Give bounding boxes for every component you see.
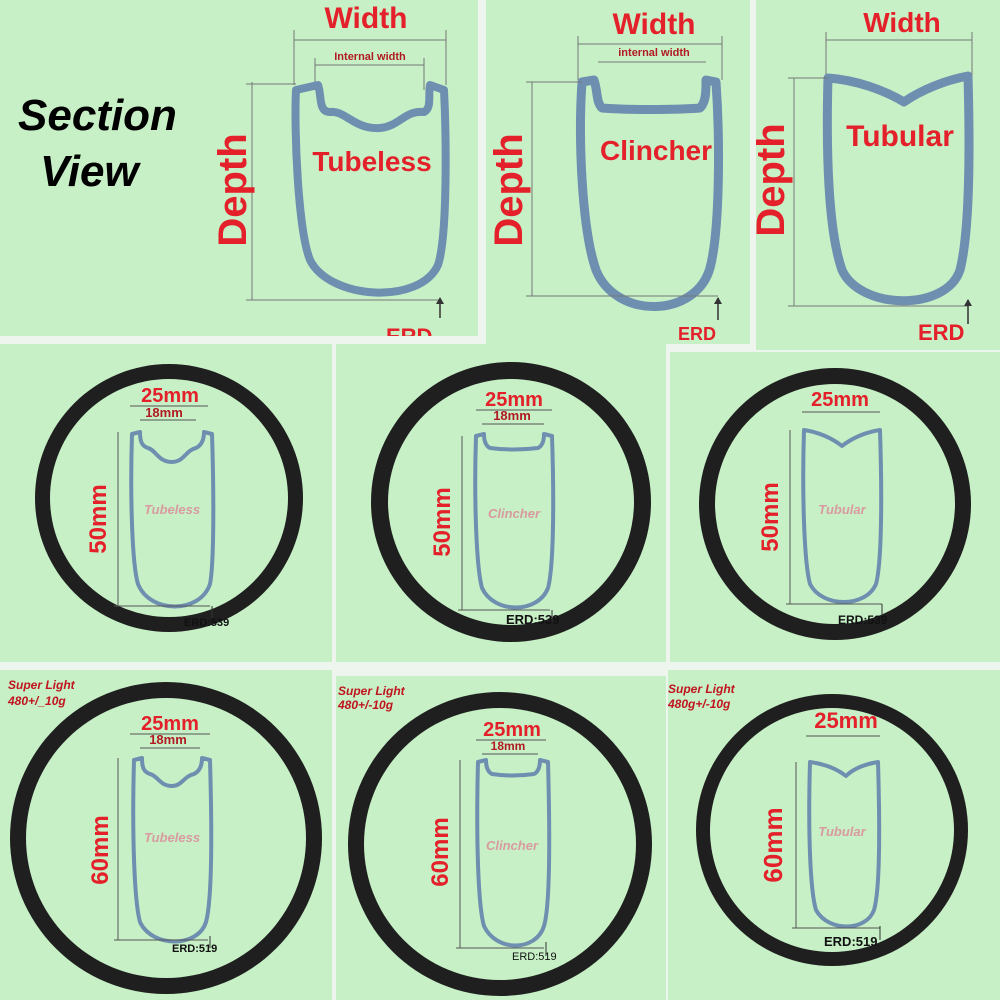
wheel-60-tubeless: 25mm 18mm Tubeless 60mm ERD:519	[10, 682, 322, 994]
tubeless-label: Tubeless	[144, 502, 200, 517]
weight-label-line1: Super Light	[8, 678, 75, 692]
wheel-panel-50-tubular: 25mm Tubular 50mm ERD:539	[670, 352, 1000, 662]
tubeless-rim-profile	[131, 756, 214, 944]
erd-label: ERD:539	[838, 613, 888, 627]
internal-width-label: internal width	[618, 47, 690, 59]
section-panel-clincher: Width internal width Clincher Depth ERD	[486, 0, 750, 344]
section-panel-tubeless: Section View Width Internal width Tubele…	[0, 0, 478, 336]
section-panel-tubular: Width Tubular Depth ERD	[756, 0, 1000, 350]
clincher-label: Clincher	[486, 838, 539, 853]
wheel-panel-50-tubeless: 25mm 18mm Tubeless 50mm ERD:539	[0, 344, 332, 662]
depth-label: 50mm	[757, 482, 784, 551]
width-label: 25mm	[811, 389, 869, 411]
wheel-60-clincher: 25mm 18mm Clincher 60mm ERD:519	[348, 692, 652, 996]
clincher-label: Clincher	[600, 135, 712, 166]
erd-label: ERD	[386, 324, 432, 336]
erd-label: ERD:539	[184, 617, 229, 629]
depth-label: Depth	[756, 123, 793, 236]
tubular-rim-profile	[822, 71, 974, 306]
tubular-rim-profile	[807, 760, 882, 929]
weight-label-line1: Super Light	[338, 684, 405, 698]
erd-label: ERD:539	[506, 612, 559, 627]
width-label: Width	[612, 8, 695, 41]
wheel-panel-60-tubular: 25mm Tubular 60mm ERD:519 Super Light 48…	[668, 670, 1000, 1000]
depth-label: Depth	[211, 133, 255, 246]
tubeless-label: Tubeless	[312, 146, 431, 177]
wheel-50-tubeless: 25mm 18mm Tubeless 50mm ERD:539	[35, 364, 303, 632]
weight-label-line2: 480+/_10g	[8, 694, 66, 708]
internal-width-label: 18mm	[493, 408, 531, 423]
tubeless-rim-profile	[129, 430, 216, 609]
clincher-rim-profile	[576, 75, 723, 311]
width-label: 25mm	[814, 708, 878, 733]
tubeless-section-diagram: Width Internal width Tubeless Depth ERD	[211, 2, 450, 336]
erd-label: ERD:519	[512, 951, 557, 963]
wheel-50-clincher: 25mm 18mm Clincher 50mm ERD:539	[371, 362, 651, 642]
clincher-section-diagram: Width internal width Clincher Depth ERD	[487, 8, 723, 344]
clincher-label: Clincher	[488, 506, 541, 521]
clincher-rim-profile	[475, 758, 552, 948]
internal-width-label: 18mm	[149, 732, 187, 747]
width-label: 25mm	[141, 713, 199, 735]
tubeless-label: Tubeless	[144, 830, 200, 845]
erd-label: ERD	[678, 324, 716, 344]
tubular-label: Tubular	[818, 824, 866, 839]
tubular-label: Tubular	[846, 120, 954, 153]
section-view-title-line2: View	[40, 147, 139, 196]
depth-label: 60mm	[87, 815, 114, 884]
width-label: Width	[324, 2, 407, 35]
width-label: 25mm	[141, 385, 199, 407]
depth-label: 60mm	[427, 817, 454, 886]
tubular-section-diagram: Width Tubular Depth ERD	[756, 7, 974, 345]
erd-label: ERD:519	[824, 934, 877, 949]
width-label: Width	[863, 7, 941, 38]
wheel-panel-60-tubeless: 25mm 18mm Tubeless 60mm ERD:519 Super Li…	[0, 670, 332, 1000]
internal-width-label: 18mm	[145, 405, 183, 420]
width-label: 25mm	[485, 389, 543, 411]
wheel-panel-60-clincher: 25mm 18mm Clincher 60mm ERD:519 Super Li…	[336, 676, 666, 1000]
erd-label: ERD	[918, 320, 964, 345]
weight-label-line1: Super Light	[668, 682, 735, 696]
section-view-title-line1: Section	[18, 91, 177, 140]
depth-label: 60mm	[758, 807, 788, 882]
internal-width-label: Internal width	[334, 51, 406, 63]
weight-label-line2: 480+/-10g	[338, 698, 394, 712]
depth-label: 50mm	[429, 487, 456, 556]
tubular-label: Tubular	[818, 502, 866, 517]
weight-label-line2: 480g+/-10g	[668, 697, 731, 711]
wheel-panel-50-clincher: 25mm 18mm Clincher 50mm ERD:539	[336, 344, 666, 662]
depth-label: Depth	[487, 133, 531, 246]
depth-label: 50mm	[85, 484, 112, 553]
tubeless-rim-profile	[291, 81, 450, 297]
width-label: 25mm	[483, 719, 541, 741]
wheel-60-tubular: 25mm Tubular 60mm ERD:519	[696, 694, 968, 966]
internal-width-label: 18mm	[491, 739, 526, 753]
erd-label: ERD:519	[172, 943, 217, 955]
tubular-rim-profile	[801, 428, 884, 604]
wheel-50-tubular: 25mm Tubular 50mm ERD:539	[699, 368, 971, 640]
clincher-rim-profile	[473, 432, 556, 610]
